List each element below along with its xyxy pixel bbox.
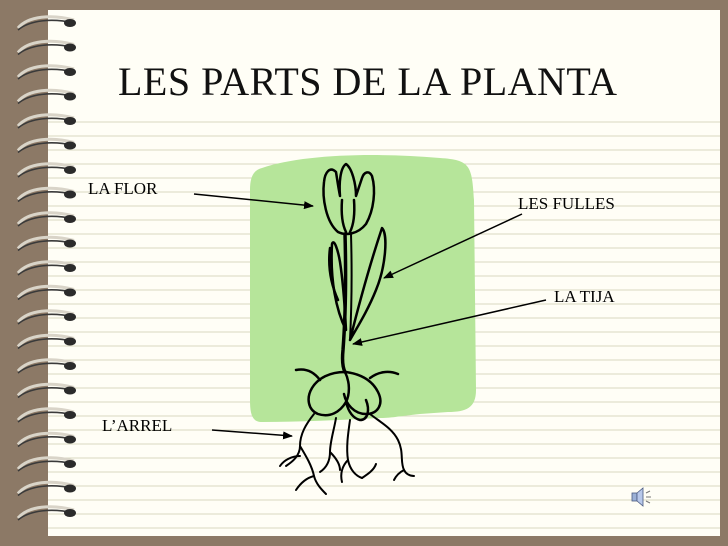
spiral-ring [16,211,76,227]
label-stem: LA TIJA [554,287,615,306]
spiral-ring [16,113,76,129]
spiral-ring [16,64,76,80]
spiral-ring [16,15,76,31]
spiral-ring [16,456,76,472]
spiral-ring [16,358,76,374]
spiral-ring [16,407,76,423]
label-flower: LA FLOR [88,179,158,198]
label-leaves: LES FULLES [518,194,615,213]
spiral-ring [16,431,76,448]
spiral-ring [16,284,76,301]
spiral-ring [16,382,76,399]
spiral-ring [16,505,76,521]
spiral-ring [16,260,76,276]
spiral-ring [16,480,76,497]
spiral-binding-icon [16,15,76,521]
spiral-ring [16,137,76,154]
root-arrow [211,429,293,440]
bulb-drawing [294,368,400,422]
sound-speaker-icon[interactable] [626,485,656,509]
leaves-arrow [383,213,523,279]
stem-drawing [340,232,348,374]
stem-arrow [352,299,547,346]
label-root: L’ARREL [102,416,173,435]
leaves-drawing [328,226,387,342]
spiral-ring [16,235,76,252]
flower-drawing [322,162,376,236]
spiral-ring [16,88,76,105]
spiral-ring [16,333,76,350]
spiral-ring [16,39,76,56]
spiral-ring [16,186,76,203]
flower-arrow [193,193,314,210]
spiral-ring [16,162,76,178]
spiral-ring [16,309,76,325]
slide-title: LES PARTS DE LA PLANTA [118,59,618,104]
roots-drawing [279,413,415,495]
